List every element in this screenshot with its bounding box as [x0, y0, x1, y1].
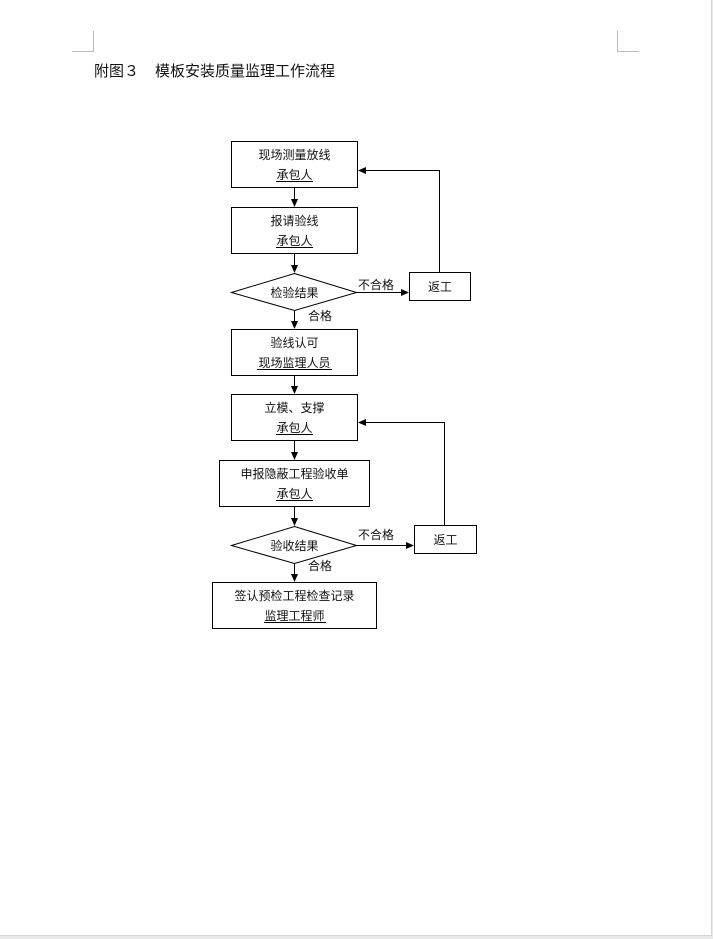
step3-box — [231, 329, 358, 376]
step2-role: 承包人 — [276, 234, 312, 248]
step3-label: 验线认可 — [270, 335, 318, 350]
step1-label: 现场测量放线 — [258, 147, 330, 162]
rework2-box — [414, 525, 477, 554]
step6-role: 监理工程师 — [264, 608, 324, 623]
step4-label: 立模、支撑 — [264, 400, 324, 415]
step5-label: 申报隐蔽工程验收单 — [240, 466, 348, 481]
page-title: 附图３ 模板安装质量监理工作流程 — [94, 60, 335, 81]
decision2-pass-label: 合格 — [308, 558, 332, 573]
decision2-diamond — [229, 525, 359, 565]
crop-mark-top-left — [72, 31, 94, 52]
step6-label: 签认预检工程检查记录 — [234, 588, 354, 603]
step4-box — [231, 394, 358, 441]
decision1-pass-label: 合格 — [308, 308, 332, 323]
arrow-rework1-step1 — [358, 167, 440, 273]
step3-role: 现场监理人员 — [258, 356, 330, 370]
step1-box — [231, 141, 358, 188]
step5-box — [219, 460, 370, 507]
figure-number: 附图３ — [94, 62, 140, 80]
decision1-label: 检验结果 — [270, 285, 318, 300]
rework1-box — [409, 272, 471, 301]
decision1-diamond — [229, 272, 359, 312]
step2-box — [231, 207, 358, 254]
step2-label: 报请验线 — [270, 213, 318, 228]
rework2-label: 返工 — [433, 533, 457, 547]
decision2-label: 验收结果 — [270, 538, 318, 553]
step5-role: 承包人 — [276, 487, 312, 501]
step1-role: 承包人 — [276, 168, 312, 182]
arrow-rework2-step4 — [358, 419, 445, 526]
decision2-fail-label: 不合格 — [358, 527, 394, 542]
rework1-label: 返工 — [428, 280, 452, 294]
figure-title: 模板安装质量监理工作流程 — [155, 62, 336, 80]
step4-role: 承包人 — [276, 421, 312, 435]
decision1-fail-label: 不合格 — [358, 277, 394, 292]
crop-mark-top-right — [617, 31, 639, 52]
step6-box — [212, 582, 377, 629]
